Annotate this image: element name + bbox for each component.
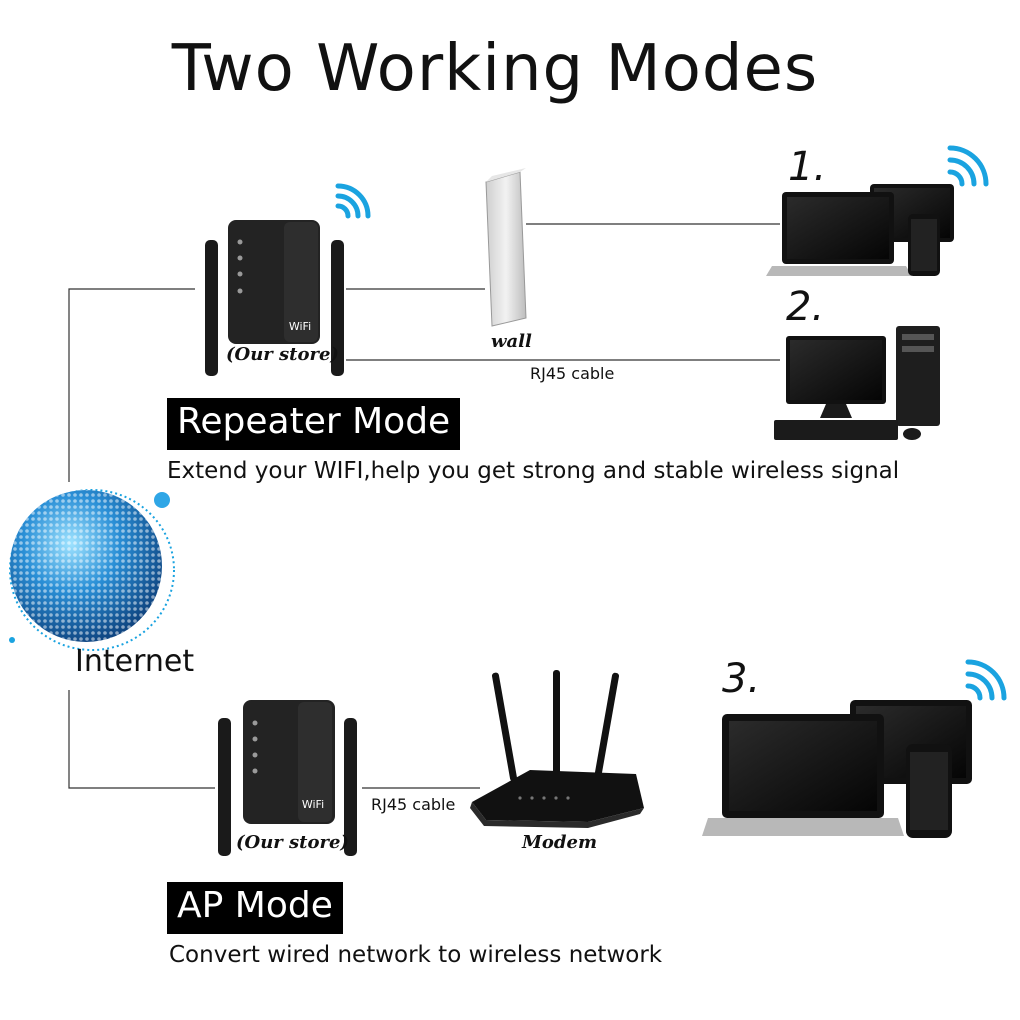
- ap-mode-description: Convert wired network to wireless networ…: [169, 942, 663, 968]
- option-3-label: 3.: [722, 656, 761, 702]
- rj45-cable-label-top: RJ45 cable: [530, 364, 615, 383]
- internet-label: Internet: [75, 644, 195, 679]
- ap-device-label: (Our store): [236, 832, 349, 853]
- svg-text:WiFi: WiFi: [289, 320, 311, 333]
- wireless-devices-icon-1: [766, 184, 954, 276]
- option-2-label: 2.: [786, 284, 825, 330]
- modem-router-icon: [470, 670, 644, 828]
- wireless-devices-icon-3: [702, 700, 972, 838]
- rj45-cable-label-bottom: RJ45 cable: [371, 795, 456, 814]
- page-title: Two Working Modes: [171, 32, 819, 106]
- repeater-device-bottom: WiFi: [218, 700, 357, 856]
- svg-text:WiFi: WiFi: [302, 798, 324, 811]
- repeater-mode-label: Repeater Mode: [167, 398, 461, 450]
- modem-label: Modem: [522, 832, 598, 853]
- repeater-device-top: WiFi: [205, 220, 344, 376]
- wifi-signal-icon-repeater: [335, 183, 371, 219]
- internet-to-ap-line: [68, 690, 215, 789]
- connection-lines: [68, 223, 780, 789]
- option-1-label: 1.: [788, 144, 827, 190]
- internet-to-repeater-line: [68, 288, 195, 482]
- wifi-signal-icon-device-3: [965, 659, 1007, 701]
- desktop-computer-icon: [774, 326, 940, 440]
- internet-globe-icon: [9, 489, 175, 651]
- ap-mode-label: AP Mode: [167, 882, 343, 934]
- repeater-mode-description: Extend your WIFI,help you get strong and…: [167, 458, 900, 484]
- repeater-device-label: (Our store): [226, 344, 339, 365]
- wall-icon: [485, 168, 527, 327]
- wifi-signal-icon-device-1: [947, 145, 989, 187]
- wall-label: wall: [491, 331, 532, 352]
